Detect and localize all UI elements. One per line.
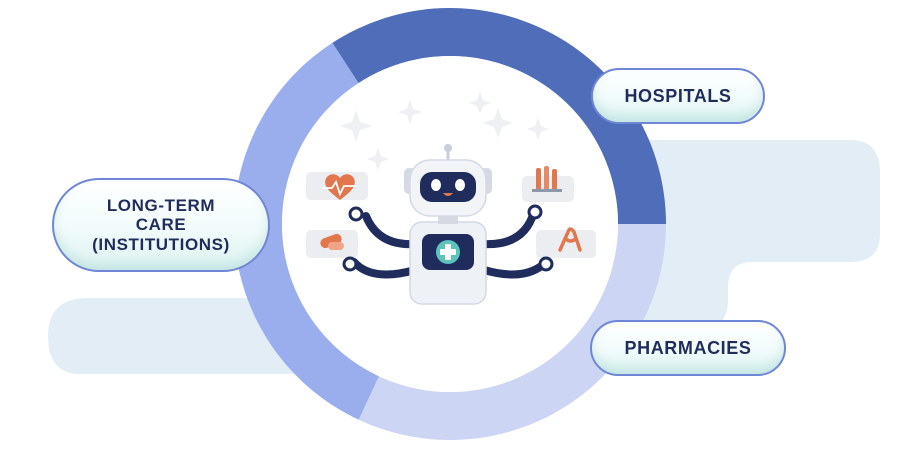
label-long-term-care: LONG-TERM CARE (INSTITUTIONS): [52, 178, 270, 272]
sparkles-decoration: [340, 92, 549, 170]
awareness-ribbon-icon: [536, 227, 596, 258]
heart-pulse-icon: [306, 172, 368, 200]
medical-cross-icon: [436, 240, 460, 264]
label-hospitals-text: HOSPITALS: [624, 85, 732, 106]
ring-segment-hospitals: [332, 8, 666, 225]
test-tubes-icon: [522, 166, 574, 202]
robot-arm-lower-left: [350, 258, 419, 279]
pills-icon: [306, 230, 358, 258]
ring-segment-long-term-care: [233, 42, 380, 420]
robot-icon: [306, 144, 596, 305]
robot-arm-upper-left: [362, 212, 419, 249]
ring-segment-pharmacies: [358, 224, 666, 440]
robot-face-screen: [420, 172, 476, 202]
label-pharmacies: PHARMACIES: [590, 320, 786, 376]
label-long-term-care-text: LONG-TERM CARE (INSTITUTIONS): [92, 196, 230, 254]
robot-antenna: [444, 144, 452, 152]
label-pharmacies-text: PHARMACIES: [624, 337, 752, 358]
label-hospitals: HOSPITALS: [591, 68, 765, 124]
